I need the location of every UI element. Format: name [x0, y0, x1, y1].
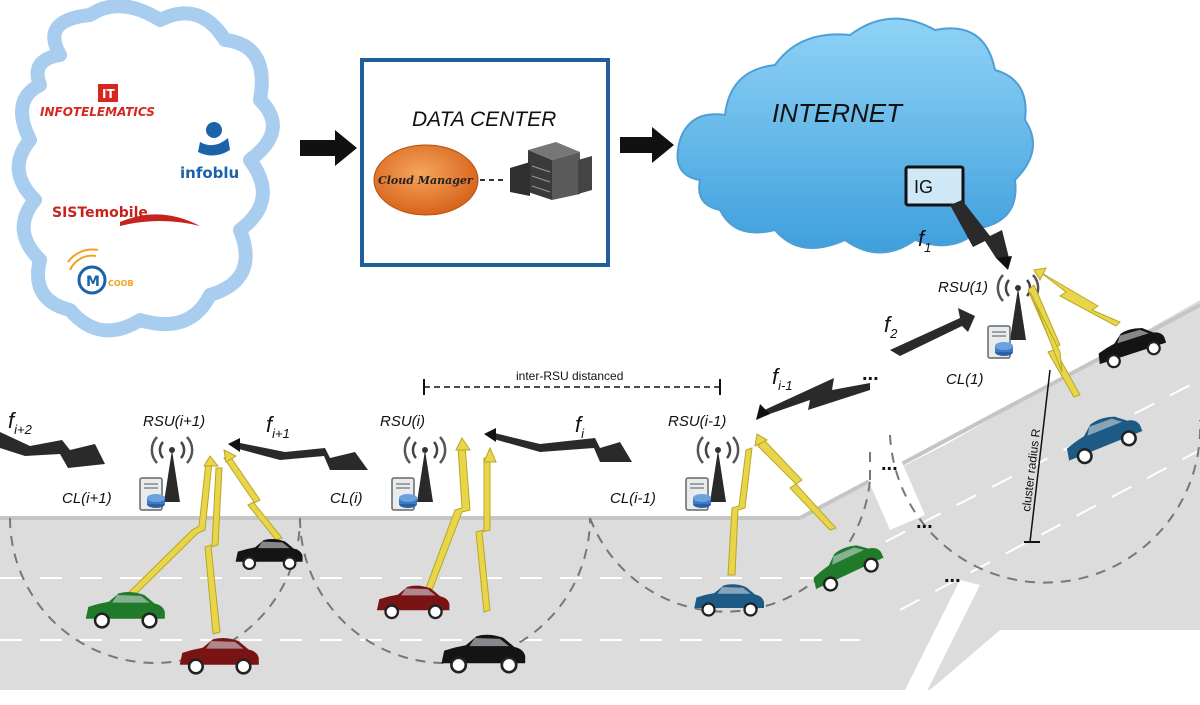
cl-im1-server	[685, 477, 712, 511]
cloud-manager-label: Cloud Manager	[378, 174, 474, 187]
svg-text:IT: IT	[102, 87, 115, 101]
link-fi-label: fi	[575, 412, 585, 441]
arrow-providers-to-datacenter	[300, 130, 357, 166]
rsu-i-label: RSU(i)	[380, 413, 425, 430]
sistemobile-text-b: emobile	[85, 205, 148, 221]
sistemobile-text-a: SIST	[52, 205, 87, 221]
internet-cloud	[676, 17, 1034, 254]
link-f1-label: f1	[918, 226, 931, 255]
cl-i-label: CL(i)	[330, 490, 363, 507]
ellipsis-1: ...	[862, 363, 879, 385]
cloud-manager-ellipse	[373, 144, 479, 216]
cluster-circles	[9, 420, 1200, 664]
link-f2-label: f2	[884, 312, 898, 341]
mcom-logo: M COOB	[67, 248, 134, 295]
link-fim1-label: fi-1	[772, 364, 793, 393]
black-links	[0, 200, 1010, 470]
data-center-box: DATA CENTER Cloud Manager	[360, 58, 610, 267]
ellipsis-3: ...	[916, 511, 933, 533]
infotelematics-text: INFOTELEMATICS	[40, 105, 155, 119]
rsu-ip1-label: RSU(i+1)	[143, 413, 205, 430]
rsu-im1-label: RSU(i-1)	[668, 413, 726, 430]
cl-ip1-label: CL(i+1)	[62, 490, 112, 507]
providers-cloud	[11, 0, 280, 338]
ig-box	[904, 165, 965, 207]
inter-rsu-label: inter-RSU distanced	[516, 369, 623, 383]
infoblu-text: infoblu	[180, 164, 239, 182]
internet-title: INTERNET	[772, 98, 904, 128]
ellipsis-2: ...	[881, 453, 898, 475]
yellow-links	[127, 271, 1121, 635]
ig-label: IG	[914, 177, 933, 197]
cl-1-label: CL(1)	[946, 371, 984, 388]
infotelematics-logo: IT INFOTELEMATICS	[40, 84, 155, 119]
rsu-1-label: RSU(1)	[938, 279, 988, 296]
cl-1-server	[987, 325, 1014, 359]
cl-ip1-server	[139, 477, 166, 511]
link-fip1-label: fi+1	[266, 412, 290, 441]
ellipsis-4: ...	[944, 565, 961, 587]
mcom-dots: COOB	[108, 279, 134, 288]
link-fip2-label: fi+2	[8, 408, 33, 437]
data-center-title: DATA CENTER	[412, 108, 556, 131]
arrow-datacenter-to-internet	[620, 127, 674, 163]
cl-im1-label: CL(i-1)	[610, 490, 656, 507]
link-arrowheads	[228, 256, 1012, 452]
svg-text:SISTemobile: SISTemobile	[52, 205, 148, 221]
mcom-letter: M	[86, 274, 100, 290]
yellow-arrowheads	[203, 267, 1047, 467]
inter-rsu-distance: inter-RSU distanced	[423, 368, 721, 395]
cl-i-server	[391, 477, 418, 511]
infoblu-logo: infoblu	[180, 122, 239, 182]
server-rack-icon	[510, 142, 592, 200]
sistemobile-logo: SISTemobile	[52, 205, 200, 226]
road	[0, 300, 1200, 695]
